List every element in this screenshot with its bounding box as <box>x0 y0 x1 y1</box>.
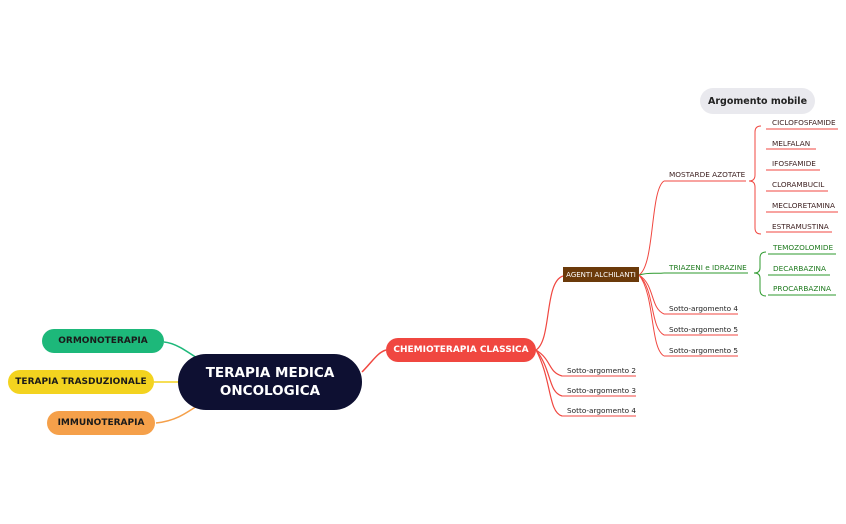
topic-ormonoterapia[interactable]: ORMONOTERAPIA <box>42 329 164 353</box>
leaf-mecloretamina[interactable]: MECLORETAMINA <box>772 201 836 210</box>
leaf-chemio-subtopic-1[interactable]: Sotto-argomento 2 <box>567 366 636 375</box>
leaf-agenti-subtopic-1[interactable]: Sotto-argomento 4 <box>669 304 738 313</box>
leaf-clorambucil[interactable]: CLORAMBUCIL <box>772 180 825 189</box>
leaf-melfalan[interactable]: MELFALAN <box>772 139 811 148</box>
root-topic[interactable]: TERAPIA MEDICA ONCOLOGICA <box>178 354 362 410</box>
floating-topic[interactable]: Argomento mobile <box>700 88 815 114</box>
topic-agenti-alchilanti[interactable]: AGENTI ALCHILANTI <box>563 267 639 282</box>
topic-immunoterapia[interactable]: IMMUNOTERAPIA <box>47 411 155 435</box>
leaf-agenti-subtopic-2[interactable]: Sotto-argomento 5 <box>669 325 738 334</box>
leaf-decarbazina[interactable]: DECARBAZINA <box>773 264 826 273</box>
leaf-chemio-subtopic-2[interactable]: Sotto-argomento 3 <box>567 386 636 395</box>
leaf-procarbazina[interactable]: PROCARBAZINA <box>773 284 831 293</box>
root-title-line1: TERAPIA MEDICA <box>205 365 335 381</box>
topic-triazeni-idrazine[interactable]: TRIAZENI e IDRAZINE <box>669 263 747 272</box>
leaf-ifosfamide[interactable]: IFOSFAMIDE <box>772 159 816 168</box>
leaf-agenti-subtopic-3[interactable]: Sotto-argomento 5 <box>669 346 738 355</box>
leaf-estramustina[interactable]: ESTRAMUSTINA <box>772 222 829 231</box>
topic-terapia-trasduzionale[interactable]: TERAPIA TRASDUZIONALE <box>8 370 154 394</box>
topic-mostarde-azotate[interactable]: MOSTARDE AZOTATE <box>669 170 746 179</box>
leaf-chemio-subtopic-3[interactable]: Sotto-argomento 4 <box>567 406 636 415</box>
topic-chemioterapia-classica[interactable]: CHEMIOTERAPIA CLASSICA <box>386 338 536 362</box>
root-title-line2: ONCOLOGICA <box>219 383 321 399</box>
leaf-ciclofosfamide[interactable]: CICLOFOSFAMIDE <box>772 118 836 127</box>
leaf-temozolomide[interactable]: TEMOZOLOMIDE <box>773 243 834 252</box>
